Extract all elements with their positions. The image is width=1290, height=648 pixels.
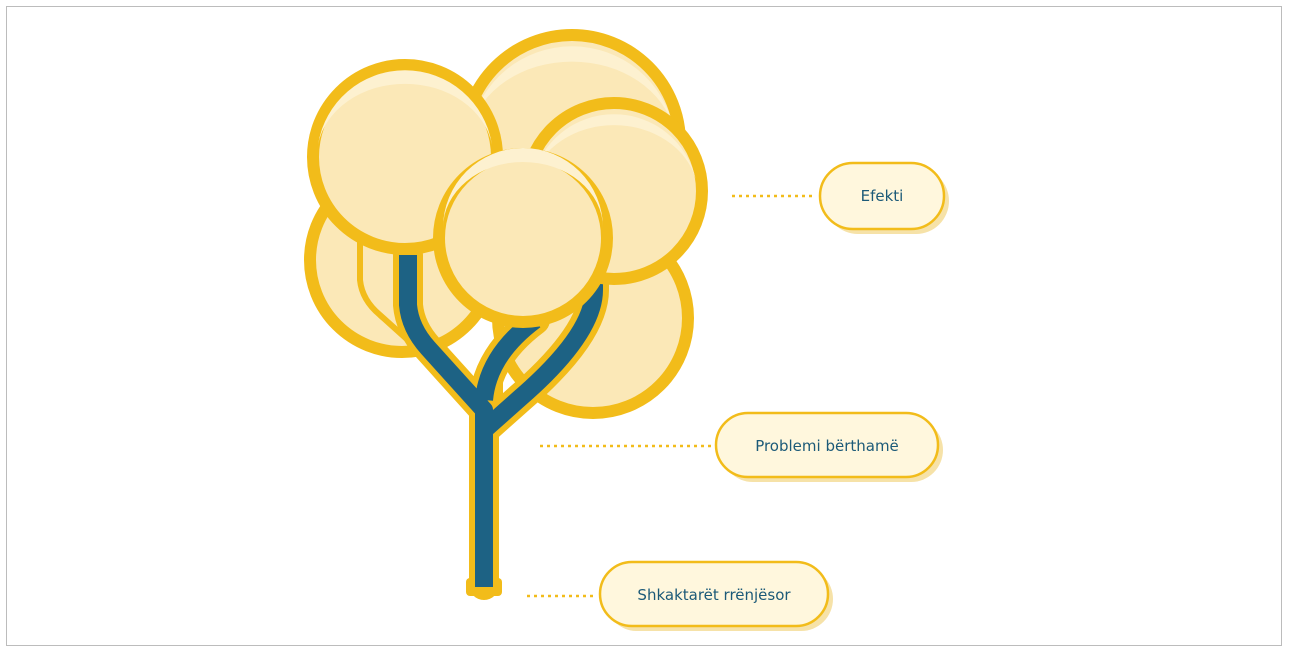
- label-root-causes-text: Shkaktarët rrënjësor: [637, 586, 791, 604]
- trunk-base-core: [475, 560, 493, 587]
- label-core-problem: Problemi bërthamë: [716, 413, 943, 482]
- label-effect-text: Efekti: [861, 187, 904, 205]
- label-core-problem-text: Problemi bërthamë: [755, 437, 899, 455]
- label-effect: Efekti: [820, 163, 949, 234]
- label-root-causes: Shkaktarët rrënjësor: [600, 562, 833, 631]
